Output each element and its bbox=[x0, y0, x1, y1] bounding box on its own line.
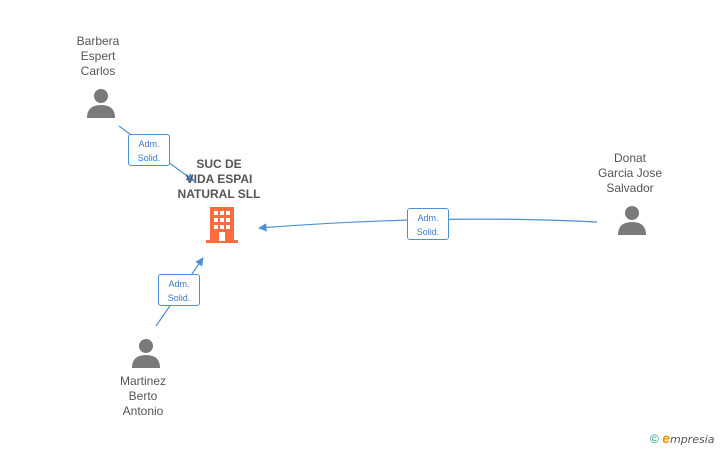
role-label: Solid. bbox=[167, 293, 191, 303]
person-name-barbera[interactable]: Barbera Espert Carlos bbox=[53, 34, 143, 79]
person-name-line: Garcia Jose bbox=[597, 166, 663, 180]
role-badge-barbera[interactable]: Adm. Solid. bbox=[128, 134, 170, 166]
company-name-line: NATURAL SLL bbox=[177, 187, 261, 201]
role-label: Adm. bbox=[138, 139, 160, 149]
person-name-martinez[interactable]: Martinez Berto Antonio bbox=[98, 374, 188, 419]
role-badge-martinez[interactable]: Adm. Solid. bbox=[158, 274, 200, 306]
person-icon[interactable] bbox=[130, 337, 162, 369]
role-label: Solid. bbox=[416, 227, 440, 237]
person-name-line: Donat bbox=[613, 151, 647, 165]
person-icon[interactable] bbox=[85, 87, 117, 119]
person-name-line: Salvador bbox=[606, 181, 654, 195]
building-icon[interactable] bbox=[206, 207, 238, 243]
person-name-line: Carlos bbox=[80, 64, 116, 78]
brand-logo-text: mpresia bbox=[669, 433, 715, 446]
company-name[interactable]: SUC DE VIDA ESPAI NATURAL SLL bbox=[159, 157, 279, 202]
company-name-line: SUC DE bbox=[196, 157, 242, 171]
role-label: Adm. bbox=[168, 279, 190, 289]
person-name-line: Barbera bbox=[76, 34, 120, 48]
person-name-line: Antonio bbox=[122, 404, 164, 418]
copyright-symbol: © bbox=[650, 432, 659, 446]
brand-footer[interactable]: © empresia bbox=[650, 430, 715, 446]
role-badge-donat[interactable]: Adm. Solid. bbox=[407, 208, 449, 240]
person-name-line: Berto bbox=[128, 389, 158, 403]
person-name-donat[interactable]: Donat Garcia Jose Salvador bbox=[585, 151, 675, 196]
person-name-line: Espert bbox=[80, 49, 116, 63]
company-name-line: VIDA ESPAI bbox=[185, 172, 253, 186]
person-name-line: Martinez bbox=[119, 374, 166, 388]
brand-logo-e: e bbox=[662, 430, 670, 446]
role-label: Solid. bbox=[137, 153, 161, 163]
role-label: Adm. bbox=[417, 213, 439, 223]
person-icon[interactable] bbox=[616, 204, 648, 236]
